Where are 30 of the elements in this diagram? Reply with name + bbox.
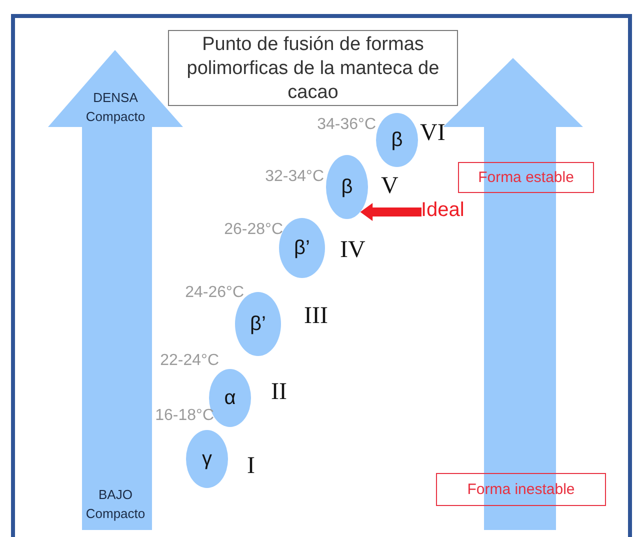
- arrow-label: DENSA Compacto: [84, 89, 146, 126]
- title-box: Punto de fusión de formas polimorficas de la manteca de cacao: [168, 30, 458, 106]
- greek-symbol: β’: [293, 236, 311, 260]
- note-text: Forma inestable: [467, 481, 575, 498]
- roman-numeral: IV: [340, 237, 366, 263]
- temperature-label: 34-36°C: [316, 115, 376, 135]
- roman-numeral: I: [247, 453, 255, 479]
- roman-numeral: II: [271, 379, 287, 405]
- temperature-label: 24-26°C: [184, 283, 244, 303]
- roman-numeral: VI: [420, 120, 446, 146]
- greek-symbol: β: [340, 175, 354, 199]
- greek-symbol: α: [223, 386, 237, 410]
- greek-symbol: β’: [249, 312, 267, 336]
- temperature-label: 22-24°C: [159, 351, 219, 371]
- note-text: Forma estable: [478, 169, 574, 186]
- temperature-label: 16-18°C: [154, 406, 214, 426]
- form-ellipse: [376, 113, 418, 167]
- temperature-label: 32-34°C: [264, 167, 324, 187]
- note-box: [436, 473, 606, 506]
- arrow-label: BAJO Compacto: [84, 486, 146, 523]
- note-box: [458, 162, 594, 193]
- arrow: [360, 203, 422, 221]
- greek-symbol: γ: [201, 447, 213, 471]
- form-ellipse: [186, 430, 228, 488]
- roman-numeral: V: [381, 173, 398, 199]
- temperature-label: 26-28°C: [223, 220, 283, 240]
- greek-symbol: β: [390, 128, 404, 152]
- ideal-label: Ideal: [421, 199, 464, 221]
- form-ellipse: [326, 155, 368, 219]
- roman-numeral: III: [304, 303, 328, 329]
